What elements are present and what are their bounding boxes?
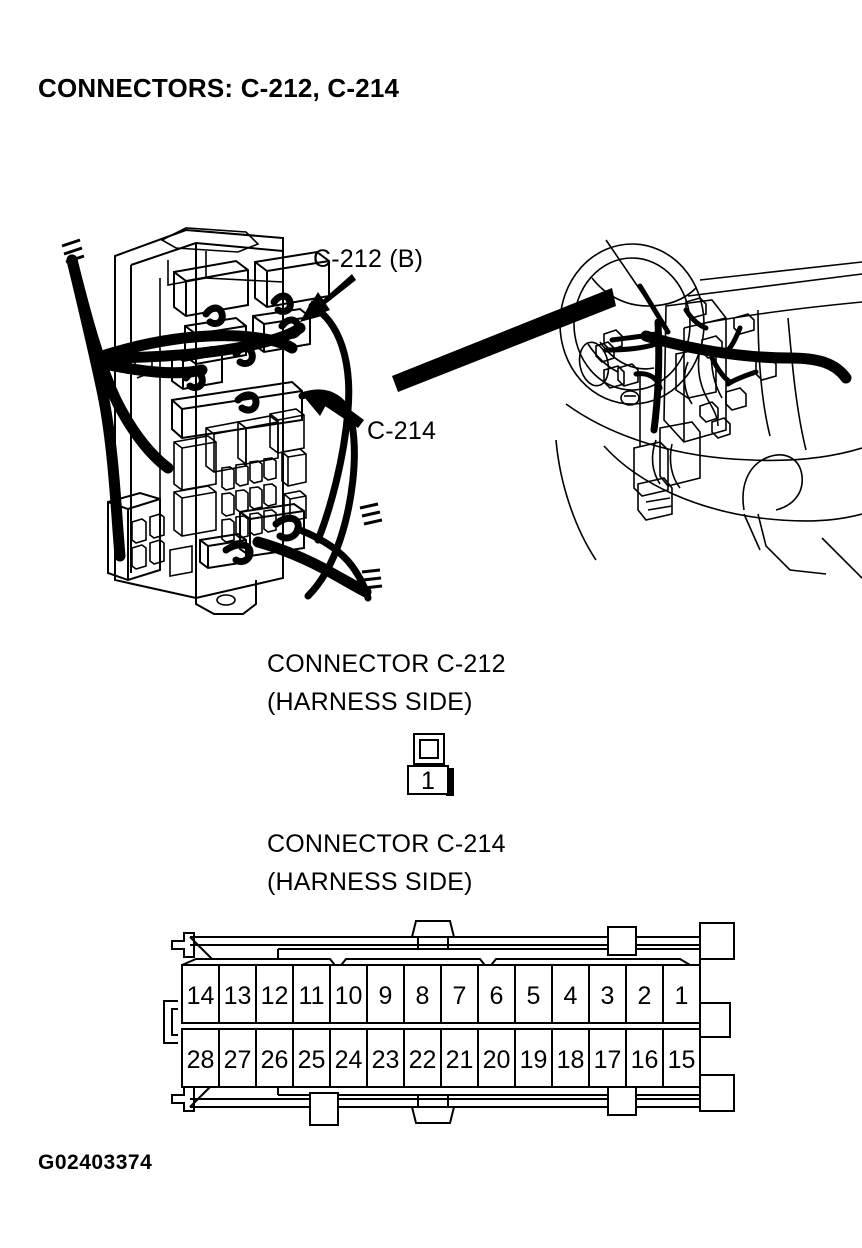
pin-number-9: 9 <box>379 982 393 1010</box>
pin-number-28: 28 <box>187 1046 215 1074</box>
pin-cell <box>403 1028 442 1088</box>
pin-cell <box>514 1028 553 1088</box>
left-side-bracket <box>163 1000 178 1044</box>
pin-number-12: 12 <box>261 982 289 1010</box>
pin-number-15: 15 <box>668 1046 696 1074</box>
pin-number-26: 26 <box>261 1046 289 1074</box>
page-title: CONNECTORS: C-212, C-214 <box>38 73 400 103</box>
upper-illustration <box>0 110 862 620</box>
pin-number-11: 11 <box>299 982 325 1010</box>
location-pointer-wedge <box>392 288 616 392</box>
fuse-relay-stack <box>173 408 307 543</box>
pin-cell <box>662 1028 701 1088</box>
caption-c214-line1: CONNECTOR C-214 <box>267 830 506 858</box>
pin-cell <box>218 964 257 1024</box>
pin-cell <box>255 1028 294 1088</box>
callout-arrow-c212 <box>300 274 356 322</box>
pin-number-13: 13 <box>224 982 252 1010</box>
pin-number-2: 2 <box>638 982 652 1010</box>
pin-number-25: 25 <box>298 1046 326 1074</box>
pin-number-10: 10 <box>335 982 363 1010</box>
pin-number-19: 19 <box>520 1046 548 1074</box>
callout-arrow-c214 <box>300 392 364 428</box>
pin-cell <box>477 1028 516 1088</box>
pin-cell <box>662 964 701 1024</box>
pin-cell <box>588 1028 627 1088</box>
pin-cell <box>551 1028 590 1088</box>
pin-number-4: 4 <box>564 982 578 1010</box>
pin-number-16: 16 <box>631 1046 659 1074</box>
pin-cell <box>625 964 664 1024</box>
pin-cell <box>255 964 294 1024</box>
figure-reference-code: G02403374 <box>38 1151 153 1174</box>
top-mounting-tabs <box>309 922 735 1126</box>
junction-block-drawing <box>61 227 383 615</box>
harness-branch-connectors <box>595 297 777 439</box>
caption-connector-c214: CONNECTOR C-214 (HARNESS SIDE) <box>267 825 506 901</box>
instrument-panel-drawing <box>555 239 862 579</box>
wire-harness-bundle <box>61 238 383 602</box>
pin-cell <box>440 1028 479 1088</box>
pin-number-1: 1 <box>675 982 689 1010</box>
pin-number-22: 22 <box>409 1046 437 1074</box>
pin-number-5: 5 <box>527 982 541 1010</box>
caption-connector-c212: CONNECTOR C-212 (HARNESS SIDE) <box>267 645 506 721</box>
pin-cell <box>181 1028 220 1088</box>
pin-number-20: 20 <box>483 1046 511 1074</box>
callout-label-c212: C-212 (B) <box>313 245 424 273</box>
connector-c212-pin-1: 1 <box>421 767 435 795</box>
pin-number-8: 8 <box>416 982 430 1010</box>
pin-number-17: 17 <box>594 1046 622 1074</box>
pin-cell <box>588 964 627 1024</box>
pin-cell <box>292 1028 331 1088</box>
pin-number-24: 24 <box>335 1046 363 1074</box>
bottom-latch <box>410 1095 456 1124</box>
callout-label-c214: C-214 <box>367 417 437 445</box>
pin-cell <box>514 964 553 1024</box>
pin-number-7: 7 <box>453 982 467 1010</box>
pin-cell <box>329 1028 368 1088</box>
pin-cell <box>440 964 479 1024</box>
pin-cell <box>625 1028 664 1088</box>
pin-number-18: 18 <box>557 1046 585 1074</box>
pin-number-21: 21 <box>446 1046 474 1074</box>
top-latch <box>410 920 456 949</box>
pin-number-6: 6 <box>490 982 504 1010</box>
pin-number-23: 23 <box>372 1046 400 1074</box>
pin-number-14: 14 <box>187 982 215 1010</box>
pin-cell <box>329 964 368 1024</box>
caption-c212-line1: CONNECTOR C-212 <box>267 650 506 678</box>
caption-c214-line2: (HARNESS SIDE) <box>267 868 473 896</box>
relay-socket-row-1 <box>173 250 330 318</box>
caption-c212-line2: (HARNESS SIDE) <box>267 688 473 716</box>
connector-c212-diagram: 1 <box>406 732 462 798</box>
lower-connector-sockets <box>199 502 305 570</box>
pin-number-27: 27 <box>224 1046 252 1074</box>
pin-number-3: 3 <box>601 982 615 1010</box>
